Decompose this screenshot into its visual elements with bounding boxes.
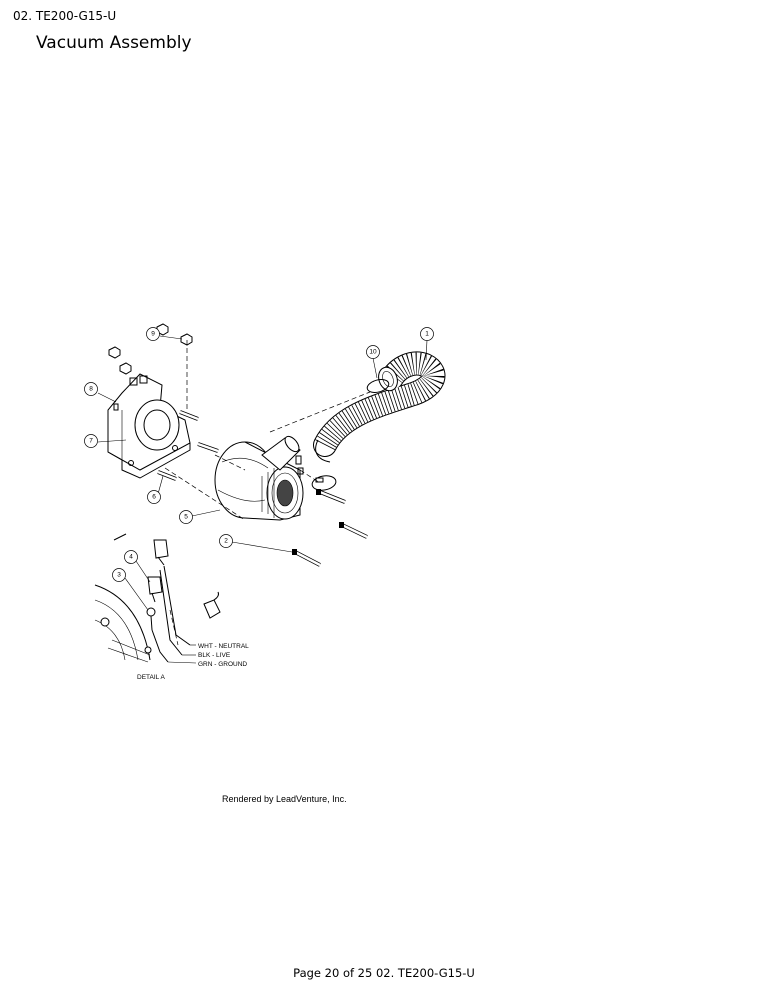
vacuum-motor [214,435,304,521]
stud [157,410,219,481]
detail-a [94,533,221,664]
page-footer: Page 20 of 25 02. TE200-G15-U [293,966,475,980]
mounting-bracket [107,373,191,479]
callout-10: 10 [369,349,377,356]
page-title: Vacuum Assembly [36,33,192,53]
callout-3: 3 [117,572,121,579]
wire-label-live: BLK - LIVE [198,652,231,659]
callout-7: 7 [89,438,93,445]
callout-8: 8 [89,386,93,393]
wire-label-neutral: WHT - NEUTRAL [198,643,249,650]
render-credit: Rendered by LeadVenture, Inc. [222,794,347,804]
callout-4: 4 [129,554,133,561]
callout-5: 5 [184,514,188,521]
vacuum-hose [313,351,446,463]
detail-label: DETAIL A [137,674,165,681]
callout-9: 9 [151,331,155,338]
callout-2: 2 [224,538,228,545]
leader-lines [97,335,428,611]
callout-1: 1 [425,331,429,338]
bolt [292,489,368,567]
wire-label-ground: GRN - GROUND [198,661,247,668]
doc-code: 02. TE200-G15-U [13,9,117,23]
hose-clamp [311,379,390,491]
callout-6: 6 [152,494,156,501]
hex-nut [108,323,193,375]
assembly-lines [164,340,371,521]
callouts: 1 2 3 4 5 6 7 8 9 10 [84,327,434,582]
